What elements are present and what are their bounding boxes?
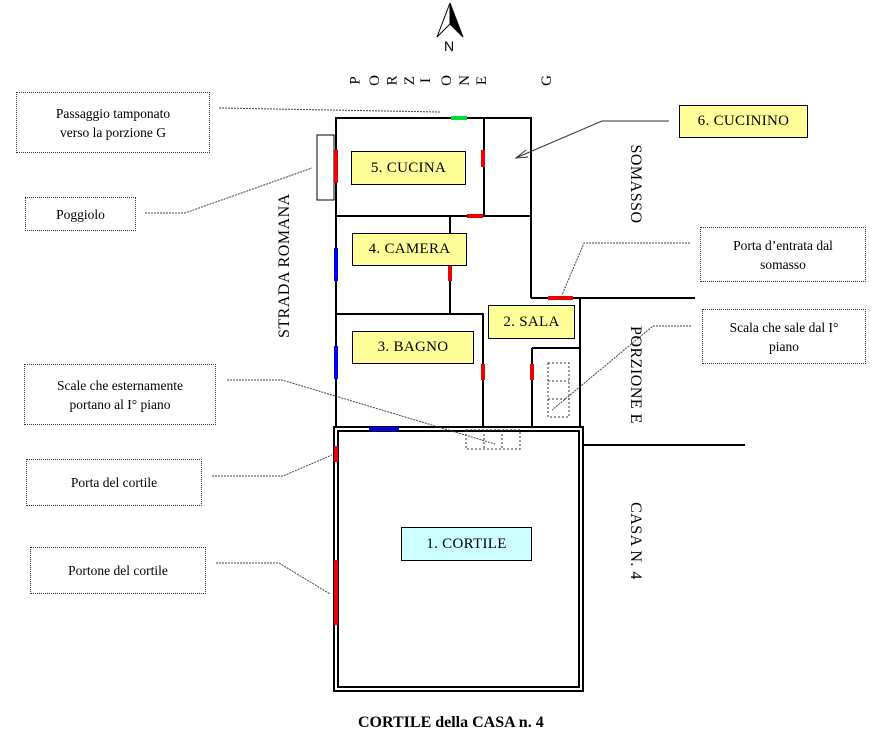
callout-text: piano bbox=[769, 338, 799, 354]
poggiolo-balcony bbox=[316, 134, 335, 201]
callout-scale-esterne: Scale che esternamente portano al I° pia… bbox=[24, 364, 216, 425]
openings bbox=[334, 116, 573, 625]
callout-passaggio: Passaggio tamponato verso la porzione G bbox=[16, 92, 210, 153]
callout-text: Portone del cortile bbox=[68, 563, 168, 578]
letter: O bbox=[366, 75, 383, 86]
cortile-outer-wall bbox=[333, 426, 584, 692]
leader-cucinino bbox=[517, 120, 669, 158]
callout-portone-cortile: Portone del cortile bbox=[30, 547, 206, 594]
leader-passaggio bbox=[218, 107, 441, 113]
room-cortile: 1. CORTILE bbox=[401, 527, 532, 561]
label-porzione-e: PORZIONE E bbox=[627, 326, 644, 424]
leader-scale-esterne bbox=[227, 379, 496, 445]
internal-stairs bbox=[547, 362, 570, 418]
callout-text: somasso bbox=[760, 256, 806, 272]
room-bagno: 3. BAGNO bbox=[352, 331, 474, 364]
callout-text: Poggiolo bbox=[56, 206, 105, 222]
callout-porta-cortile: Porta del cortile bbox=[26, 459, 202, 506]
leader-poggiolo bbox=[145, 167, 313, 214]
cortile-inner-wall bbox=[337, 430, 580, 688]
callout-text: Passaggio tamponato bbox=[55, 105, 171, 121]
callout-scala-sale: Scala che sale dal I° piano bbox=[702, 309, 866, 364]
label-strada-romana: STRADA ROMANA bbox=[276, 193, 293, 338]
callout-porta-entrata: Porta d’entrata dal somasso bbox=[700, 227, 866, 282]
callout-text: portano al I° piano bbox=[69, 396, 171, 412]
room-cucina: 5. CUCINA bbox=[351, 151, 466, 185]
arrow-head-icon bbox=[514, 149, 529, 159]
leader-scala-sale bbox=[551, 325, 691, 411]
room-sala: 2. SALA bbox=[488, 305, 575, 339]
letter: N bbox=[456, 75, 473, 86]
letter: P bbox=[347, 76, 364, 85]
callout-text: Porta d’entrata dal bbox=[733, 237, 833, 253]
callout-text: Scala che sale dal I° bbox=[729, 319, 839, 335]
letter: E bbox=[474, 75, 491, 86]
external-stairs bbox=[465, 429, 521, 450]
north-arrow-icon bbox=[436, 2, 464, 38]
label-casa-4: CASA N. 4 bbox=[627, 502, 644, 580]
leader-lines bbox=[145, 107, 691, 595]
room-cucinino: 6. CUCININO bbox=[679, 105, 808, 138]
leader-porta-entrata bbox=[561, 242, 690, 296]
label-porzione-g: P O R Z I O N E G bbox=[348, 72, 562, 92]
letter: R bbox=[384, 75, 401, 86]
label-somasso: SOMASSO bbox=[627, 144, 644, 224]
letter: O bbox=[438, 75, 455, 86]
room-camera: 4. CAMERA bbox=[352, 233, 467, 266]
leader-porta-cortile bbox=[212, 454, 333, 477]
callout-text: Porta del cortile bbox=[70, 475, 158, 490]
callout-text: verso la porzione G bbox=[59, 124, 167, 140]
leader-portone bbox=[216, 562, 331, 595]
letter: Z bbox=[402, 75, 419, 86]
letter: I bbox=[418, 78, 434, 83]
callout-text: Scale che esternamente bbox=[57, 377, 183, 393]
compass-north-label: N bbox=[444, 38, 455, 54]
letter: G bbox=[538, 75, 555, 86]
callout-poggiolo: Poggiolo bbox=[25, 197, 136, 231]
diagram-caption: CORTILE della CASA n. 4 bbox=[358, 714, 544, 731]
